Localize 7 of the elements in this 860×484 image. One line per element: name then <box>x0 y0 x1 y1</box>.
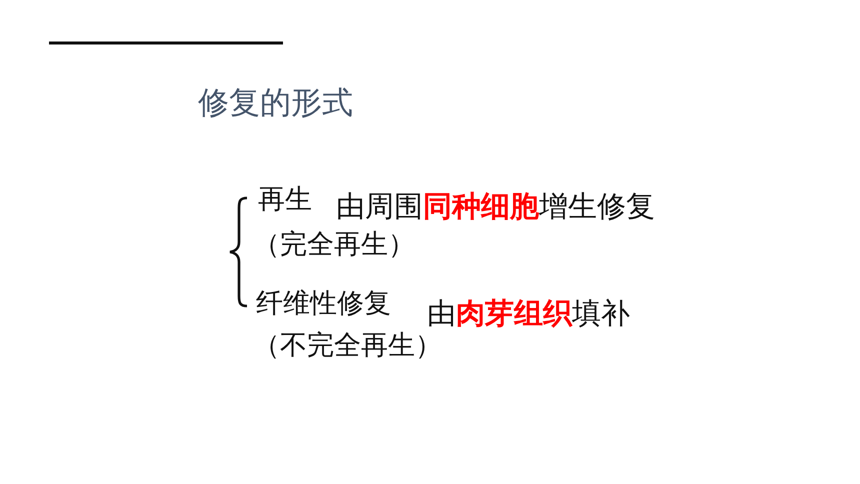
term-label: 再生 <box>258 186 312 213</box>
description-text: 由肉芽组织填补 <box>427 300 630 329</box>
note-text: （完全再生） <box>253 231 415 258</box>
title: 修复的形式 <box>198 87 353 118</box>
note-text: （不完全再生） <box>253 332 442 359</box>
description-text: 由周围同种细胞增生修复 <box>336 193 655 222</box>
term-label: 纤维性修复 <box>256 290 391 317</box>
